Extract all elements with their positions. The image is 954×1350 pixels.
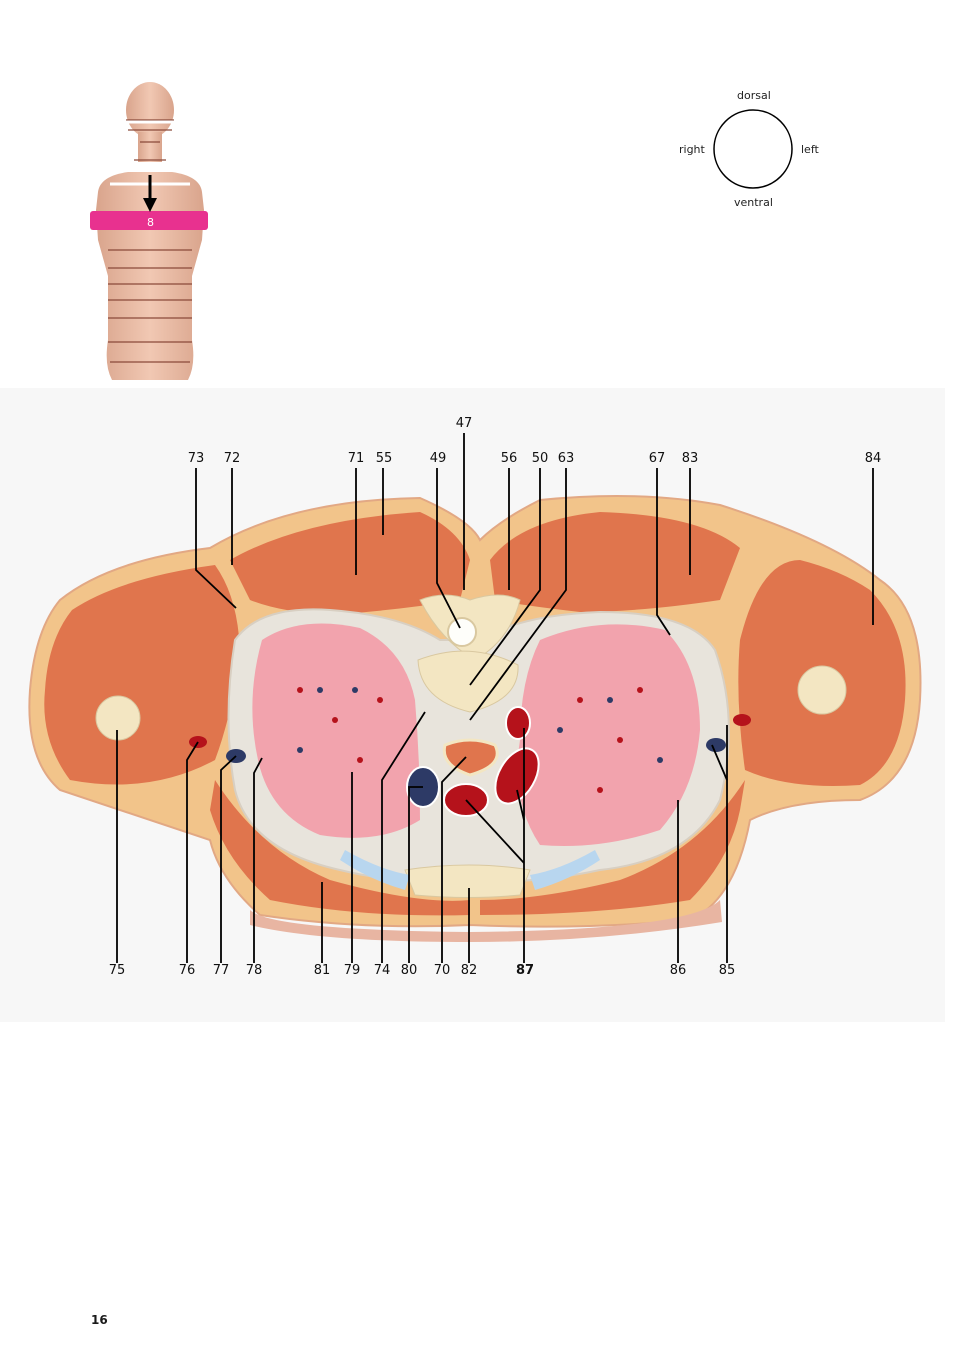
label-73: 73: [187, 451, 205, 466]
label-67: 67: [648, 451, 666, 466]
highlighted-slice: [90, 211, 208, 230]
label-50: 50: [531, 451, 549, 466]
label-63: 63: [557, 451, 575, 466]
slice-number: 8: [147, 216, 154, 229]
label-56: 56: [500, 451, 518, 466]
label-82: 82: [460, 963, 478, 978]
label-77: 77: [212, 963, 230, 978]
head-shape: [126, 82, 174, 138]
label-75: 75: [108, 963, 126, 978]
orientation-bottom-label: ventral: [734, 196, 773, 209]
label-72: 72: [223, 451, 241, 466]
label-71: 71: [347, 451, 365, 466]
label-87: 87: [515, 963, 535, 978]
label-80: 80: [400, 963, 418, 978]
orientation-left-label: right: [679, 143, 705, 156]
torso-model-figure: [90, 82, 208, 380]
label-86: 86: [669, 963, 687, 978]
label-84: 84: [864, 451, 882, 466]
label-83: 83: [681, 451, 699, 466]
page-number: 16: [91, 1313, 108, 1327]
orientation-right-label: left: [801, 143, 819, 156]
label-47: 47: [455, 416, 473, 431]
label-76: 76: [178, 963, 196, 978]
orientation-circle: [713, 109, 793, 189]
label-85: 85: [718, 963, 736, 978]
label-74: 74: [373, 963, 391, 978]
label-81: 81: [313, 963, 331, 978]
label-78: 78: [245, 963, 263, 978]
label-79: 79: [343, 963, 361, 978]
cross-section-illustration: [28, 433, 922, 963]
label-55: 55: [375, 451, 393, 466]
orientation-top-label: dorsal: [737, 89, 771, 102]
label-70: 70: [433, 963, 451, 978]
label-49: 49: [429, 451, 447, 466]
